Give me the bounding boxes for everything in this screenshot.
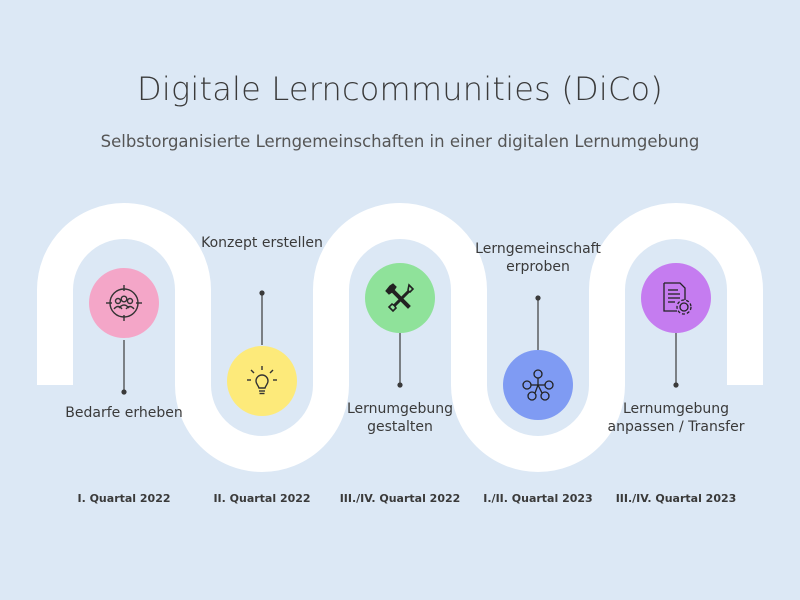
step-3-circle	[365, 263, 435, 333]
page-subtitle: Selbstorganisierte Lerngemeinschaften in…	[100, 132, 700, 151]
network-people-icon	[522, 369, 554, 401]
lightbulb-icon	[247, 366, 277, 395]
community-target-icon	[106, 285, 142, 321]
quarter-label-2: II. Quartal 2022	[213, 492, 311, 505]
quarter-label-4: I./II. Quartal 2023	[483, 492, 593, 505]
step-5-circle	[641, 263, 711, 333]
quarter-label-5: III./IV. Quartal 2023	[615, 492, 737, 505]
step-1-label: Bedarfe erheben	[65, 405, 183, 421]
step-4-label: Lerngemeinschaft erproben	[475, 241, 601, 275]
page-title: Digitale Lerncommunities (DiCo)	[137, 70, 663, 108]
step-3-label: Lernumgebung gestalten	[346, 401, 454, 435]
step-2-label: Konzept erstellen	[201, 235, 323, 251]
step-2-circle	[227, 346, 297, 416]
step-4-circle	[503, 350, 573, 420]
quarter-label-1: I. Quartal 2022	[77, 492, 171, 505]
document-gear-icon	[663, 282, 692, 315]
step-1-circle	[89, 268, 159, 338]
quarter-label-3: III./IV. Quartal 2022	[339, 492, 461, 505]
tools-icon	[385, 283, 415, 313]
step-5-label: Lernumgebung anpassen / Transfer	[607, 401, 745, 435]
